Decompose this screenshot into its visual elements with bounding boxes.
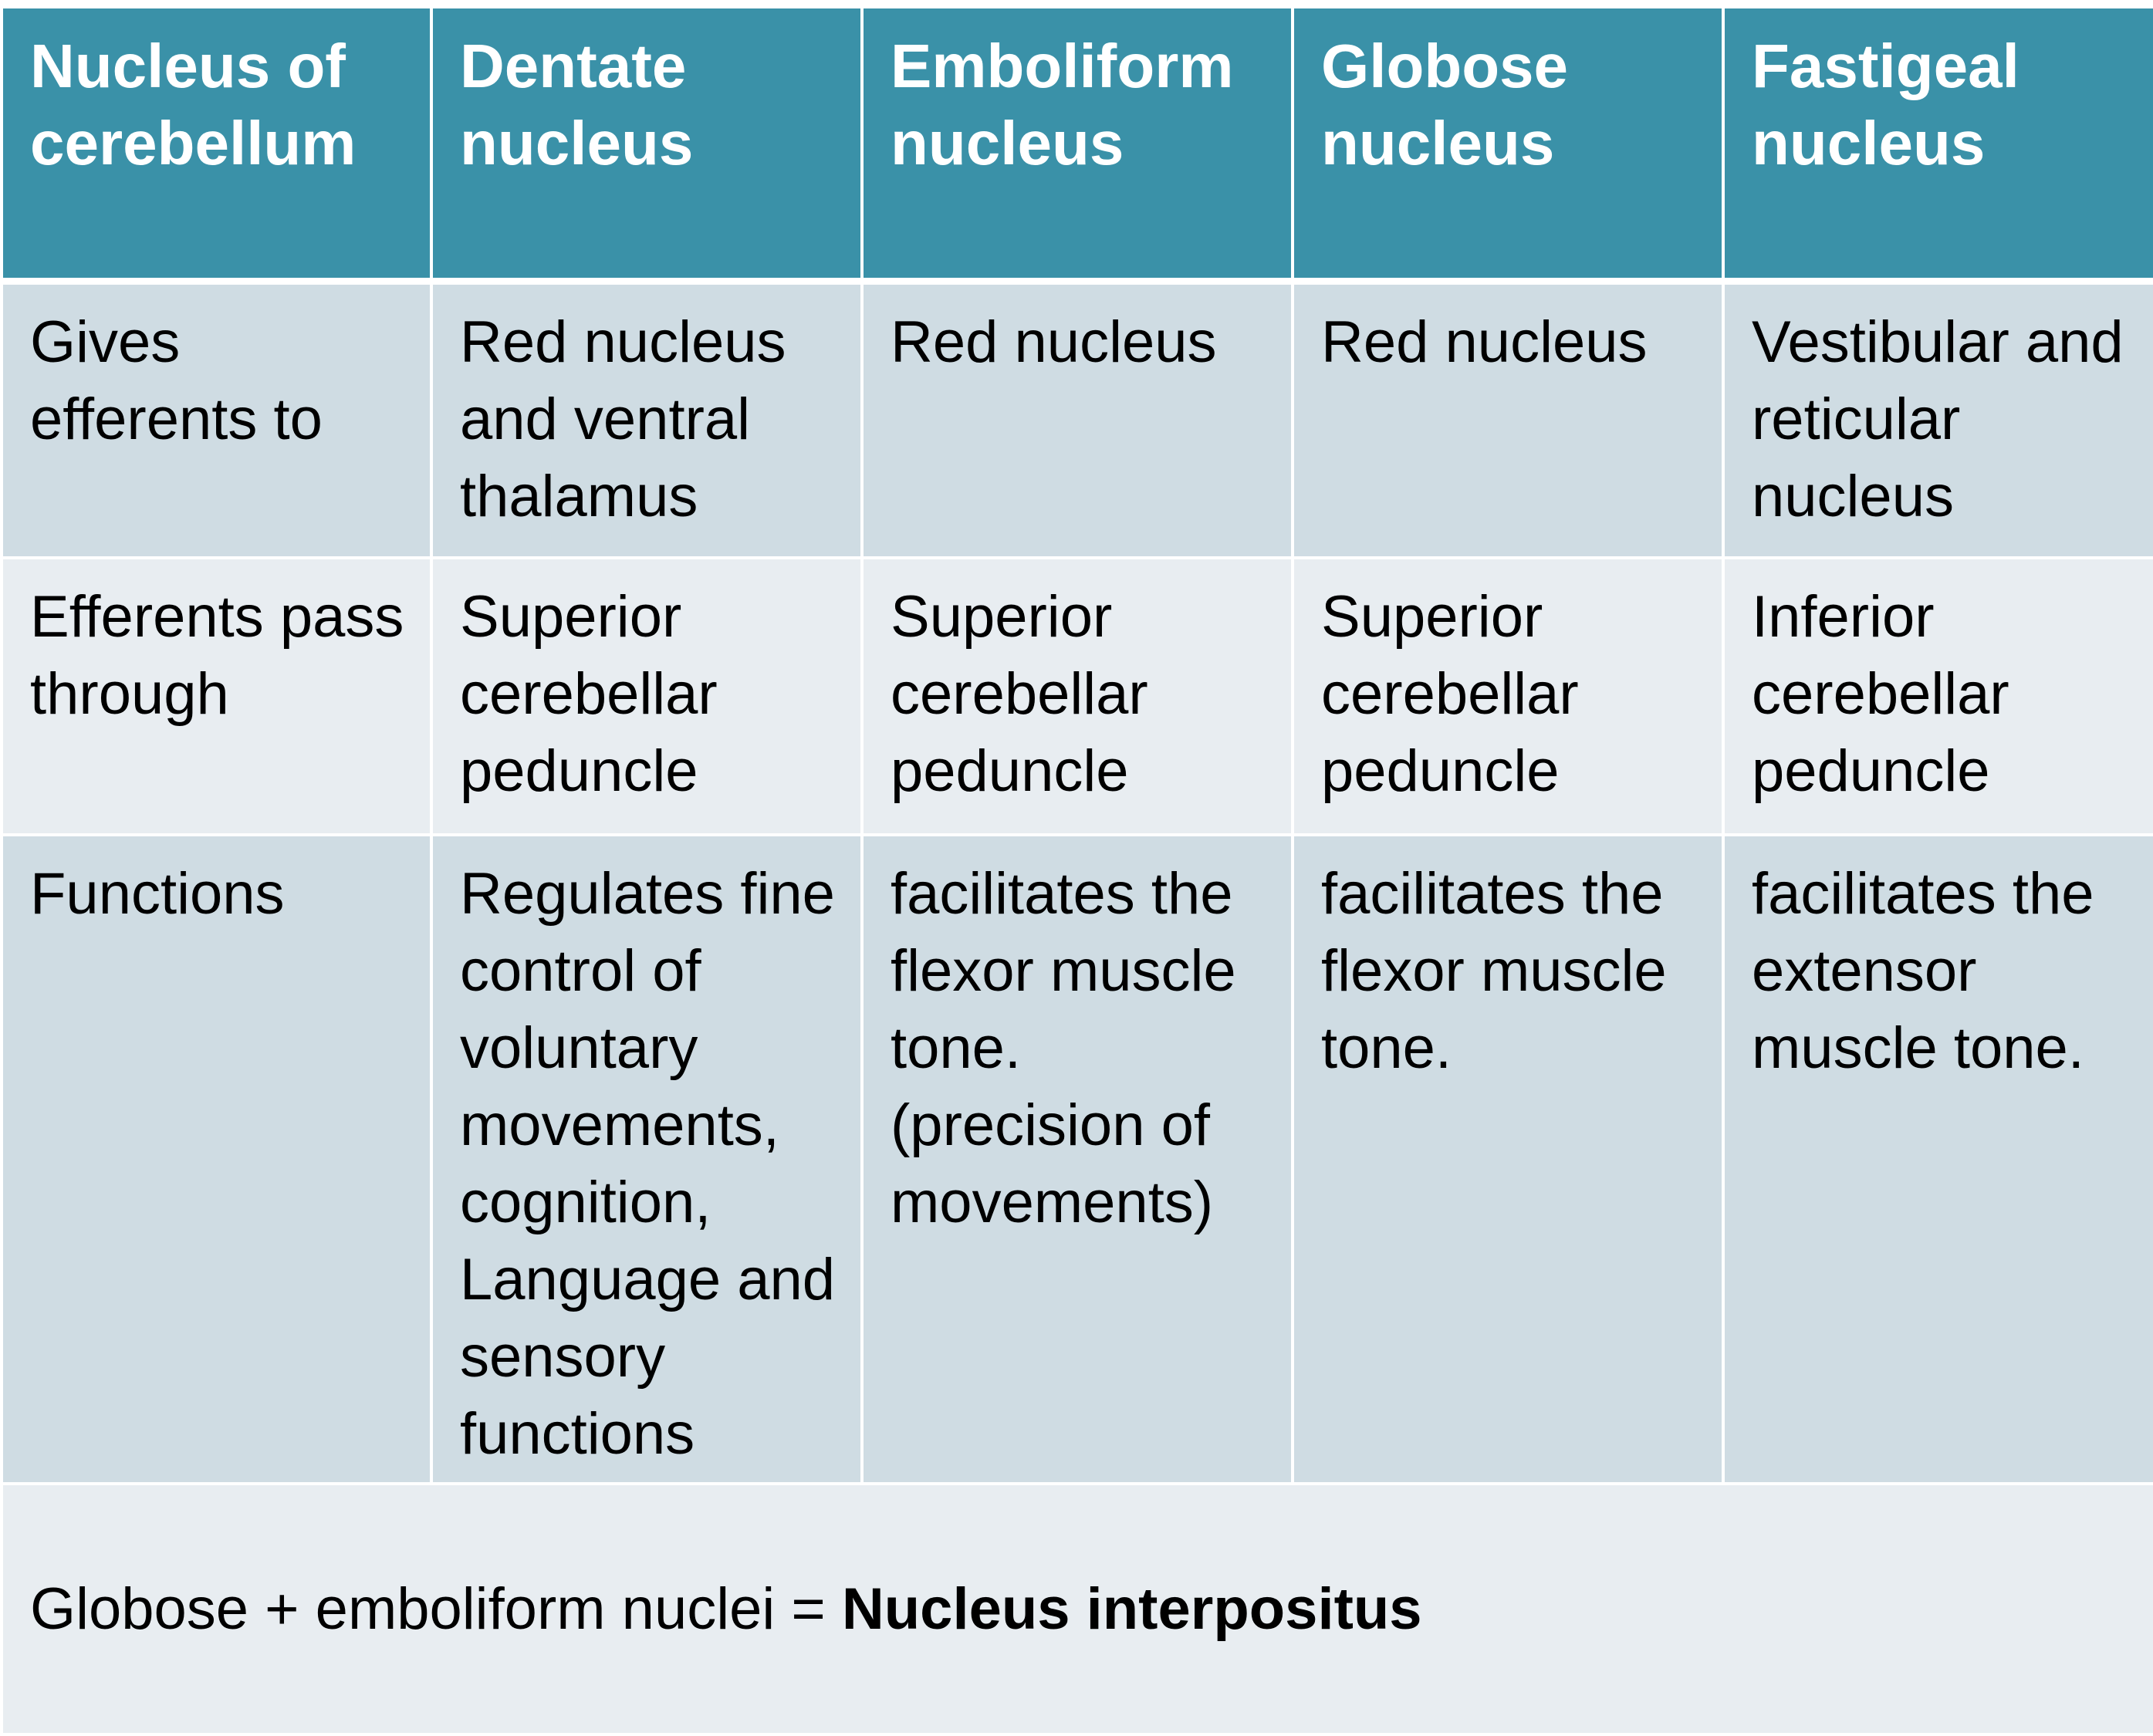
table-row-gives-efferents: Gives efferents to Red nucleus and ventr… [0,279,2153,559]
header-fastigeal-nucleus: Fastigeal nucleus [1722,5,2153,285]
header-nucleus-of-cerebellum: Nucleus of cerebellum [0,5,433,285]
table-row-efferents-pass: Efferents pass through Superior cerebell… [0,556,2153,836]
cell-fastigeal: facilitates the extensor muscle tone. [1722,833,2153,1485]
nuclei-table-container: Nucleus of cerebellum Dentate nucleus Em… [0,5,2153,1736]
table-footer-row: Globose + emboliform nuclei = Nucleus in… [0,1482,2153,1736]
row-label: Gives efferents to [0,279,433,559]
cell-dentate: Superior cerebellar peduncle [430,556,864,836]
footer-emphasis: Nucleus interpositus [841,1576,1422,1642]
cerebellar-nuclei-table: Nucleus of cerebellum Dentate nucleus Em… [0,5,2153,1736]
cell-globose: Superior cerebellar peduncle [1291,556,1725,836]
cell-dentate: Regulates fine control of voluntary move… [430,833,864,1485]
cell-globose: Red nucleus [1291,279,1725,559]
cell-fastigeal: Inferior cerebellar peduncle [1722,556,2153,836]
cell-globose: facilitates the flexor muscle tone. [1291,833,1725,1485]
cell-dentate: Red nucleus and ventral thalamus [430,279,864,559]
cell-emboliform: Red nucleus [860,279,1294,559]
footer-note: Globose + emboliform nuclei = Nucleus in… [0,1482,2153,1736]
header-dentate-nucleus: Dentate nucleus [430,5,864,285]
header-emboliform-nucleus: Emboliform nucleus [860,5,1294,285]
cell-emboliform: facilitates the flexor muscle tone. (pre… [860,833,1294,1485]
cell-fastigeal: Vestibular and reticular nucleus [1722,279,2153,559]
table-header-row: Nucleus of cerebellum Dentate nucleus Em… [0,5,2153,285]
row-label: Functions [0,833,433,1485]
cell-emboliform: Superior cerebellar peduncle [860,556,1294,836]
table-row-functions: Functions Regulates fine control of volu… [0,833,2153,1485]
footer-prefix: Globose + emboliform nuclei = [30,1576,842,1642]
row-label: Efferents pass through [0,556,433,836]
header-globose-nucleus: Globose nucleus [1291,5,1725,285]
